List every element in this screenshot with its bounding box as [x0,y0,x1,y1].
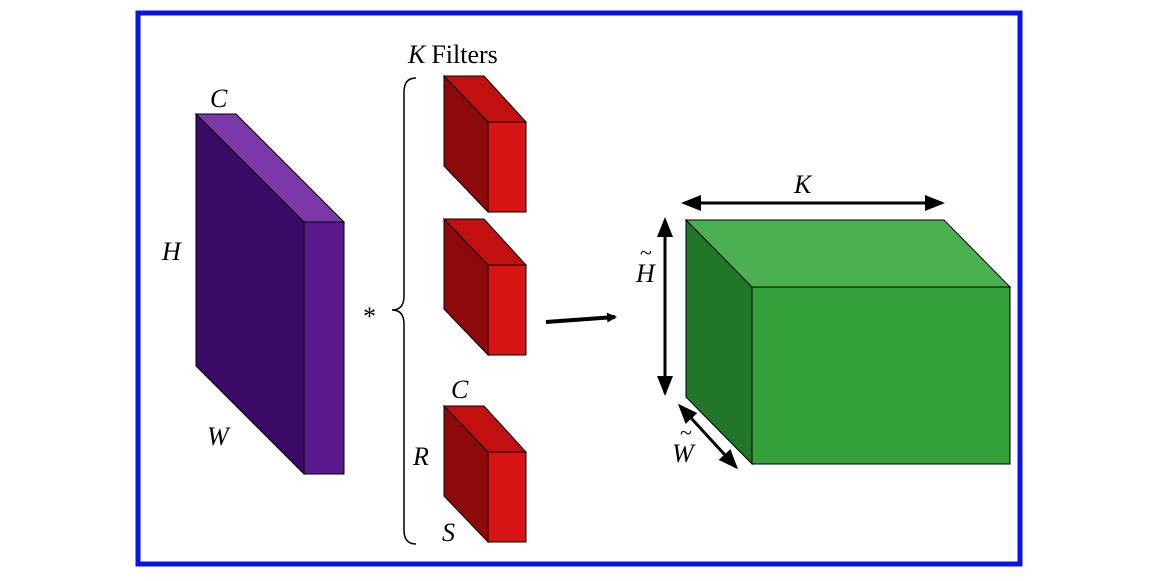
filters-word: Filters [431,40,497,69]
filters-count-symbol: K [407,40,427,69]
output-volume-front [751,286,1011,465]
input-channels-label: C [210,84,228,113]
filter-3-front [487,451,527,543]
filter-3 [442,404,528,544]
input-volume-side [303,221,345,475]
output-w-label: W [672,439,696,468]
input-height-label: H [161,237,182,266]
input-volume [194,112,346,476]
filter-r-label: R [412,442,429,471]
input-volume-top [194,113,346,223]
diagram-frame [135,10,1023,567]
filter-1 [442,74,528,214]
output-h-tilde: ~ [640,240,652,265]
output-w-arrow [677,403,739,470]
input-width-label: W [207,422,231,451]
output-arrow [545,312,617,324]
output-w-tilde: ~ [680,420,692,445]
filter-1-front [487,121,527,213]
filter-channels-label: C [451,375,469,404]
filters-brace [391,77,417,545]
output-h-label: H [635,259,656,288]
filter-2-front [487,264,527,356]
filter-2 [442,217,528,357]
filter-s-label: S [442,518,455,547]
output-volume [684,218,1012,466]
output-k-label: K [793,170,813,199]
convolution-operator: * [363,302,376,331]
